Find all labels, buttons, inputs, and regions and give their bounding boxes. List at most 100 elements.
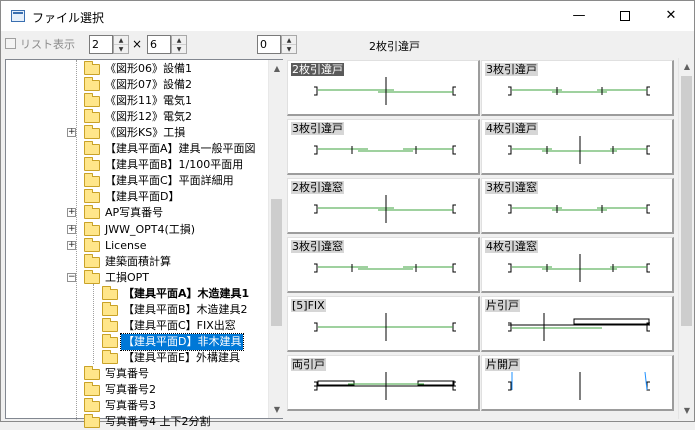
tree-scrollbar[interactable]: ▲ ▼ xyxy=(268,60,284,418)
tree-node[interactable]: 【建具平面D】非木建具 xyxy=(6,332,266,351)
columns-input[interactable]: 2 xyxy=(89,35,113,54)
tree-node-label[interactable]: JWW_OPT4(工損) xyxy=(105,222,196,236)
title-bar[interactable]: ファイル選択 — ✕ xyxy=(1,1,694,31)
collapse-icon[interactable]: − xyxy=(67,271,76,282)
scroll-thumb[interactable] xyxy=(271,199,282,326)
tree-node[interactable]: 写真番号3 xyxy=(6,398,266,414)
fitting-symbol xyxy=(314,195,456,223)
preview-cell[interactable]: [5]FIX xyxy=(287,296,480,352)
tree-node-label[interactable]: 【建具平面D】非木建具 xyxy=(119,332,245,351)
tree-node[interactable]: 写真番号4 上下2分割 xyxy=(6,414,266,430)
tree-guide-line xyxy=(93,284,94,364)
tree-node[interactable]: 【建具平面C】平面詳細用 xyxy=(6,173,266,189)
rows-spinner[interactable]: ▲▼ xyxy=(171,35,187,54)
folder-icon xyxy=(84,365,100,380)
tree-node-label[interactable]: 《図形07》設備2 xyxy=(105,78,192,92)
folder-tree[interactable]: 《図形06》設備1 《図形07》設備2 《図形11》電気1 《図形12》電気2 + 《図形… xyxy=(5,59,284,429)
close-button[interactable]: ✕ xyxy=(648,1,694,31)
spin-down-icon[interactable]: ▼ xyxy=(176,46,182,53)
expand-icon[interactable]: + xyxy=(67,127,76,138)
folder-icon xyxy=(84,414,100,429)
tree-node[interactable]: 《図形12》電気2 xyxy=(6,109,266,125)
tree-node-label[interactable]: 【建具平面A】木造建具1 xyxy=(123,286,250,300)
scroll-thumb[interactable] xyxy=(681,76,692,326)
maximize-button[interactable] xyxy=(602,1,648,31)
fitting-symbol xyxy=(508,371,650,400)
expand-icon[interactable]: + xyxy=(67,223,76,234)
tree-node-label[interactable]: 写真番号3 xyxy=(105,399,156,413)
preview-cell[interactable]: 4枚引違戸 xyxy=(481,119,674,175)
spin-up-icon[interactable]: ▲ xyxy=(114,36,128,45)
scroll-up-icon[interactable]: ▲ xyxy=(683,62,691,71)
tree-node-label[interactable]: 【建具平面B】1/100平面用 xyxy=(105,158,244,172)
folder-icon xyxy=(84,269,100,284)
fitting-symbol xyxy=(314,77,456,105)
expand-icon[interactable]: + xyxy=(67,207,76,218)
expand-icon[interactable]: + xyxy=(67,239,76,250)
tree-node-label[interactable]: 《図形11》電気1 xyxy=(105,94,192,108)
tree-node[interactable]: 建築面積計算 xyxy=(6,253,266,270)
tree-node[interactable]: 【建具平面A】木造建具1 xyxy=(6,285,266,302)
tree-node-label[interactable]: 《図形12》電気2 xyxy=(105,110,192,124)
list-view-checkbox[interactable] xyxy=(5,38,16,49)
tree-node-label[interactable]: 【建具平面C】平面詳細用 xyxy=(105,174,234,188)
tree-node[interactable]: 写真番号 xyxy=(6,365,266,382)
tree-node[interactable]: 【建具平面A】建具一般平面図 xyxy=(6,141,266,157)
tree-node[interactable]: 【建具平面D】 xyxy=(6,189,266,205)
spin-up-icon[interactable]: ▲ xyxy=(172,36,186,45)
preview-cell[interactable]: 3枚引違戸 xyxy=(481,60,674,116)
preview-cell[interactable]: 3枚引違窓 xyxy=(481,178,674,234)
tree-node[interactable]: 【建具平面B】木造建具2 xyxy=(6,301,266,318)
preview-cell[interactable]: 片引戸 xyxy=(481,296,674,352)
preview-cell[interactable]: 4枚引違窓 xyxy=(481,237,674,293)
tree-node-label[interactable]: 【建具平面A】建具一般平面図 xyxy=(105,142,256,156)
scroll-down-icon[interactable]: ▼ xyxy=(273,405,281,414)
tree-guide-line xyxy=(76,60,77,420)
preview-cell[interactable]: 2枚引違窓 xyxy=(287,178,480,234)
tree-node-label[interactable]: 【建具平面D】 xyxy=(105,190,180,204)
tree-node-label[interactable]: AP写真番号 xyxy=(105,206,164,220)
tree-node-label[interactable]: 写真番号2 xyxy=(105,383,156,396)
tree-node-label[interactable]: 工損OPT xyxy=(105,270,150,284)
tree-node[interactable]: 【建具平面E】外構建具 xyxy=(6,349,266,366)
tree-node[interactable]: + License xyxy=(6,237,266,254)
page-index-spinner[interactable]: ▲▼ xyxy=(281,35,297,54)
spin-down-icon[interactable]: ▼ xyxy=(286,46,292,53)
tree-node[interactable]: + AP写真番号 xyxy=(6,205,266,221)
scroll-up-icon[interactable]: ▲ xyxy=(273,64,281,73)
tree-node-label[interactable]: 《図形KS》工損 xyxy=(105,126,186,140)
tree-node-label[interactable]: License xyxy=(105,238,147,252)
tree-node[interactable]: − 工損OPT xyxy=(6,269,266,286)
page-index-input[interactable]: 0 xyxy=(257,35,281,54)
spin-up-icon[interactable]: ▲ xyxy=(282,36,296,45)
tree-node-label[interactable]: 【建具平面C】FIX出窓 xyxy=(123,318,236,332)
tree-node[interactable]: + JWW_OPT4(工損) xyxy=(6,221,266,238)
tree-node[interactable]: 【建具平面C】FIX出窓 xyxy=(6,317,266,334)
folder-icon xyxy=(102,333,118,348)
preview-cell[interactable]: 2枚引違戸 xyxy=(287,60,480,116)
preview-cell[interactable]: 両引戸 xyxy=(287,355,480,411)
fitting-symbol xyxy=(314,145,456,155)
tree-node[interactable]: 【建具平面B】1/100平面用 xyxy=(6,157,266,173)
tree-node[interactable]: 《図形06》設備1 xyxy=(6,61,266,77)
columns-spinner[interactable]: ▲▼ xyxy=(113,35,129,54)
folder-icon xyxy=(102,349,118,364)
rows-input[interactable]: 6 xyxy=(147,35,171,54)
tree-node-label[interactable]: 【建具平面B】木造建具2 xyxy=(123,302,248,316)
preview-scrollbar[interactable]: ▲ ▼ xyxy=(678,58,694,419)
tree-node-label[interactable]: 建築面積計算 xyxy=(105,254,171,268)
tree-node[interactable]: 《図形07》設備2 xyxy=(6,77,266,93)
tree-node[interactable]: 《図形11》電気1 xyxy=(6,93,266,109)
preview-cell[interactable]: 3枚引違戸 xyxy=(287,119,480,175)
tree-node-label[interactable]: 【建具平面E】外構建具 xyxy=(123,350,240,364)
tree-node-label[interactable]: 写真番号 xyxy=(105,366,149,380)
spin-down-icon[interactable]: ▼ xyxy=(118,46,124,53)
preview-cell[interactable]: 3枚引違窓 xyxy=(287,237,480,293)
tree-node-label[interactable]: 《図形06》設備1 xyxy=(105,62,192,75)
scroll-down-icon[interactable]: ▼ xyxy=(683,406,691,415)
minimize-button[interactable]: — xyxy=(556,1,602,31)
preview-cell[interactable]: 片開戸 xyxy=(481,355,674,411)
tree-node-label[interactable]: 写真番号4 上下2分割 xyxy=(105,415,211,429)
tree-node[interactable]: 写真番号2 xyxy=(6,382,266,398)
tree-node[interactable]: + 《図形KS》工損 xyxy=(6,125,266,141)
